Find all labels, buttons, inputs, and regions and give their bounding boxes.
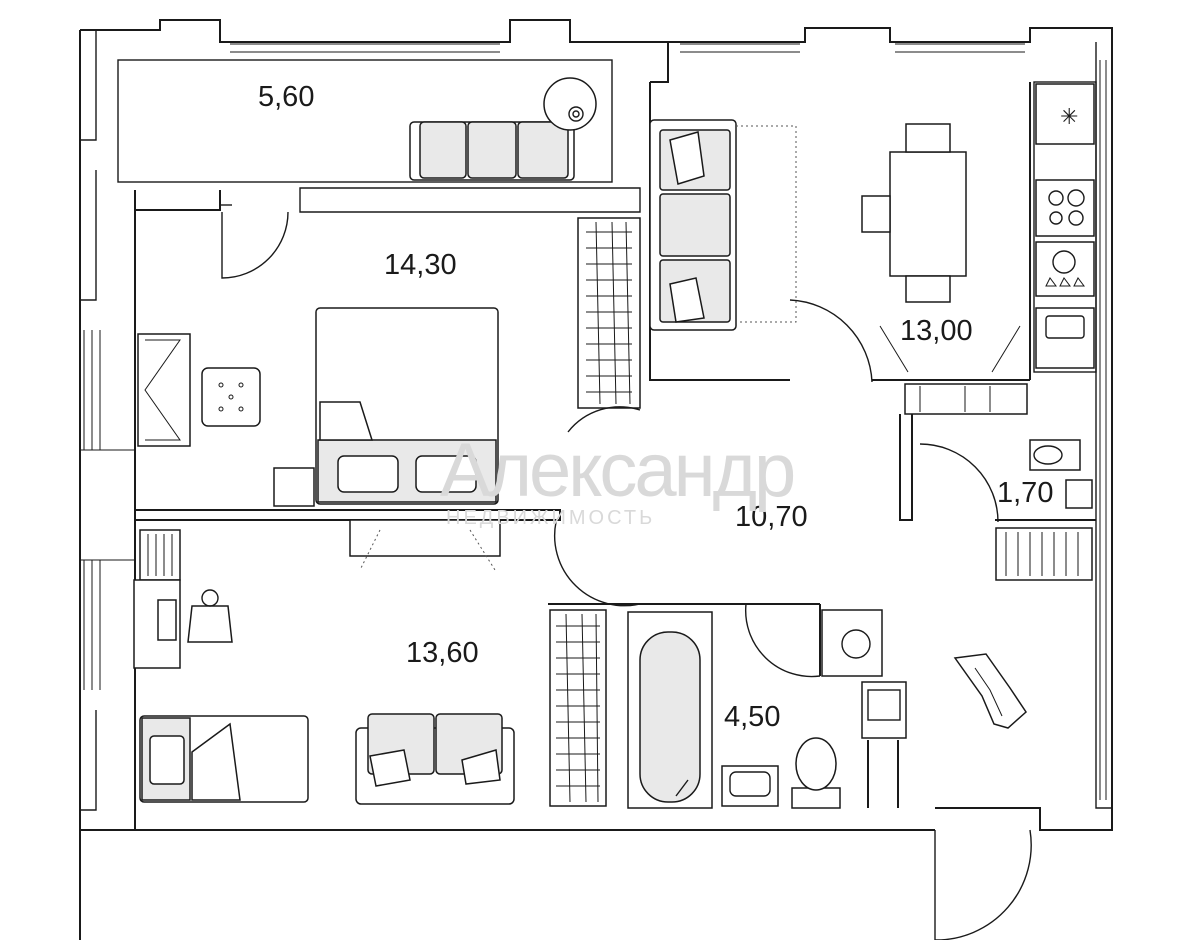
kitchen-living: ✳ [577, 81, 1097, 415]
fridge-icon: ✳ [1060, 104, 1078, 129]
watermark-subtitle: НЕДВИЖИМОСТЬ [446, 507, 655, 529]
exterior-walls [79, 19, 1113, 940]
bird-figure-icon [953, 653, 1027, 729]
toilet-icon [791, 737, 841, 809]
area-labels: 5,60 14,30 13,00 1,70 10,70 13,60 4,50 [258, 81, 1053, 733]
office-chair-icon [187, 589, 233, 643]
room-area-label: 4,50 [724, 701, 780, 733]
room-area-label: 10,70 [735, 501, 808, 533]
hall [553, 406, 1032, 940]
single-bed [139, 715, 309, 803]
round-table-icon [543, 77, 597, 131]
bedroom [134, 187, 641, 571]
room-area-label: 13,00 [900, 315, 973, 347]
kitchen-counter: ✳ [1033, 81, 1097, 373]
room-area-label: 14,30 [384, 249, 457, 281]
children-room [133, 520, 515, 830]
balcony [117, 59, 613, 183]
room-area-label: 1,70 [997, 477, 1053, 509]
watermark-brand: Александр [440, 428, 794, 513]
corner-sofa [649, 119, 737, 331]
double-bed [315, 307, 499, 505]
watermark: Александр НЕДВИЖИМОСТЬ [440, 428, 797, 529]
bathroom [548, 603, 907, 809]
room-area-label: 13,60 [406, 637, 479, 669]
loveseat [355, 713, 515, 805]
dining-table [861, 123, 967, 303]
washing-machine-icon [821, 609, 907, 739]
bathtub-icon [627, 611, 713, 809]
small-bathroom [899, 414, 1096, 581]
room-area-label: 5,60 [258, 81, 314, 113]
balcony-sofa [409, 121, 575, 181]
